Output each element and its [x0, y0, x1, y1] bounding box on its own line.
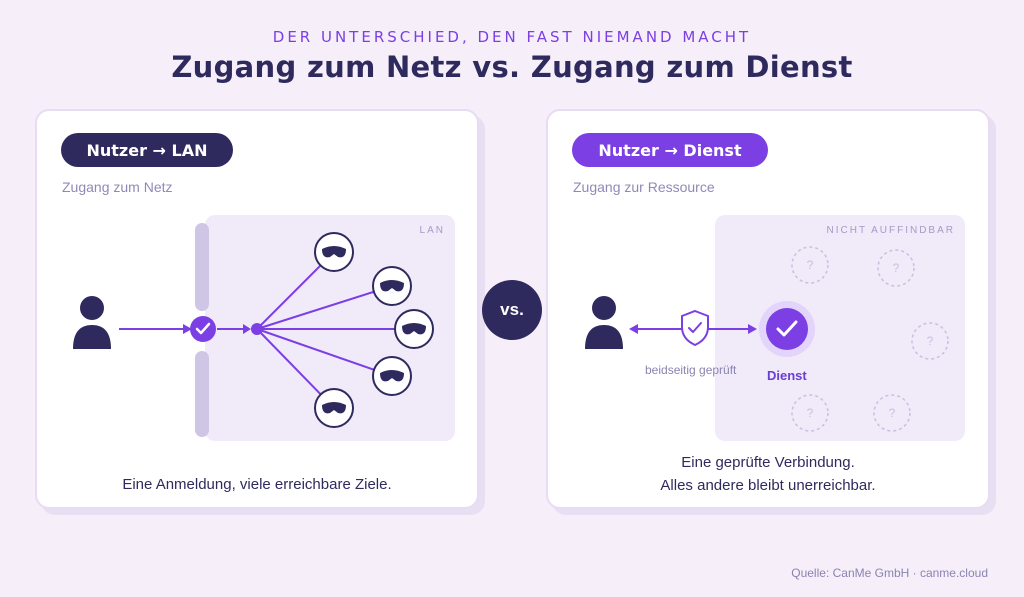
network-access-diagram	[73, 223, 434, 437]
network-access-subtitle: Zugang zum Netz	[62, 179, 173, 195]
user-icon	[585, 296, 623, 349]
firewall-wall-bottom	[195, 351, 209, 437]
network-access-pill: Nutzer → LAN	[61, 133, 233, 167]
masked-intruder-icon	[372, 266, 412, 306]
vs-badge: vs.	[482, 280, 542, 340]
eyebrow: DER UNTERSCHIED, DEN FAST NIEMAND MACHT	[272, 28, 752, 46]
service-access-pill: Nutzer → Dienst	[572, 133, 768, 167]
lan-zone-label: LAN	[419, 225, 445, 236]
lan-hub	[251, 323, 263, 335]
page-title: Zugang zum Netz vs. Zugang zum Dienst	[171, 50, 853, 84]
shield-check-icon	[681, 309, 709, 347]
hidden-zone: NICHT AUFFINDBAR	[715, 215, 965, 441]
arrow-to-gateway	[119, 324, 192, 334]
service-label: Dienst	[767, 368, 807, 383]
source-credit: Quelle: CanMe GmbH · canme.cloud	[791, 566, 988, 580]
caption-line-1: Eine geprüfte Verbindung.	[681, 454, 855, 471]
question-marks: ? ? ? ? ?	[807, 258, 934, 420]
question-icon	[791, 246, 949, 432]
service-node	[759, 301, 815, 357]
masked-intruder-icon	[372, 356, 412, 396]
check-icon	[190, 316, 216, 342]
service-access-diagram: ? ? ? ? ?	[585, 246, 949, 432]
question-mark: ?	[807, 406, 814, 420]
masked-intruder-icon	[314, 388, 354, 428]
question-mark: ?	[927, 334, 934, 348]
question-mark: ?	[807, 258, 814, 272]
network-access-card: Nutzer → LAN Zugang zum Netz LAN	[35, 109, 479, 509]
masked-intruder-icon	[314, 232, 354, 272]
service-access-card: Nutzer → Dienst Zugang zur Ressource NIC…	[546, 109, 990, 509]
question-mark: ?	[889, 406, 896, 420]
user-icon	[73, 296, 111, 349]
arrow-to-hub	[217, 324, 251, 334]
service-access-caption: Eine geprüfte Verbindung. Alles andere b…	[548, 451, 988, 497]
masked-intruder-icon	[394, 309, 434, 349]
firewall-wall-top	[195, 223, 209, 311]
network-access-caption: Eine Anmeldung, viele erreichbare Ziele.	[122, 476, 392, 493]
service-access-subtitle: Zugang zur Ressource	[573, 179, 715, 195]
verified-label: beidseitig geprüft	[645, 363, 737, 377]
caption-line-2: Alles andere bleibt unerreichbar.	[660, 477, 876, 494]
question-mark: ?	[893, 261, 900, 275]
hidden-zone-label: NICHT AUFFINDBAR	[826, 225, 955, 236]
